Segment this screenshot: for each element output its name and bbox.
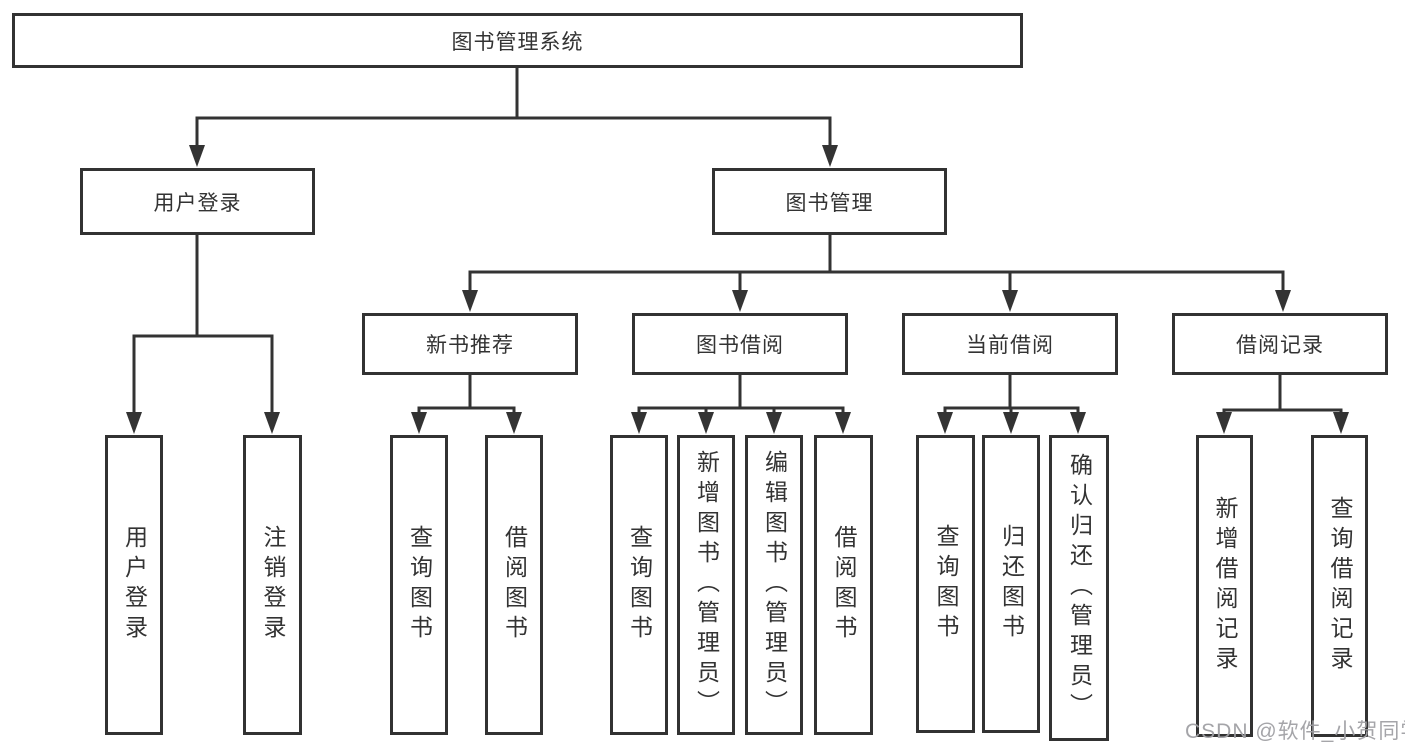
leaf-return-books: 归还图书 xyxy=(982,435,1040,733)
leaf-query-books-borrowing: 查询图书 xyxy=(610,435,668,735)
node-borrowing-records: 借阅记录 xyxy=(1172,313,1388,375)
leaf-add-books-admin: 新增图书（管理员） xyxy=(677,435,735,735)
leaf-user-login: 用户登录 xyxy=(105,435,163,735)
leaf-query-books-recommend: 查询图书 xyxy=(390,435,448,735)
leaf-borrow-books-borrowing: 借阅图书 xyxy=(814,435,873,735)
arrowhead-group xyxy=(126,145,1349,434)
leaf-borrow-books-recommend: 借阅图书 xyxy=(485,435,543,735)
leaf-confirm-return-admin: 确认归还（管理员） xyxy=(1049,435,1109,741)
leaf-logout-login: 注销登录 xyxy=(243,435,302,735)
leaf-add-borrow-record: 新增借阅记录 xyxy=(1196,435,1253,737)
node-user-login: 用户登录 xyxy=(80,168,315,235)
node-library-management-system: 图书管理系统 xyxy=(12,13,1023,68)
node-book-management: 图书管理 xyxy=(712,168,947,235)
leaf-query-books-current: 查询图书 xyxy=(916,435,975,733)
leaf-edit-books-admin: 编辑图书（管理员） xyxy=(745,435,803,735)
node-book-borrowing: 图书借阅 xyxy=(632,313,848,375)
node-new-book-recommendation: 新书推荐 xyxy=(362,313,578,375)
watermark-text: CSDN @软件_小贺同学 xyxy=(1185,720,1405,743)
node-current-borrowing: 当前借阅 xyxy=(902,313,1118,375)
leaf-query-borrow-record: 查询借阅记录 xyxy=(1311,435,1368,737)
